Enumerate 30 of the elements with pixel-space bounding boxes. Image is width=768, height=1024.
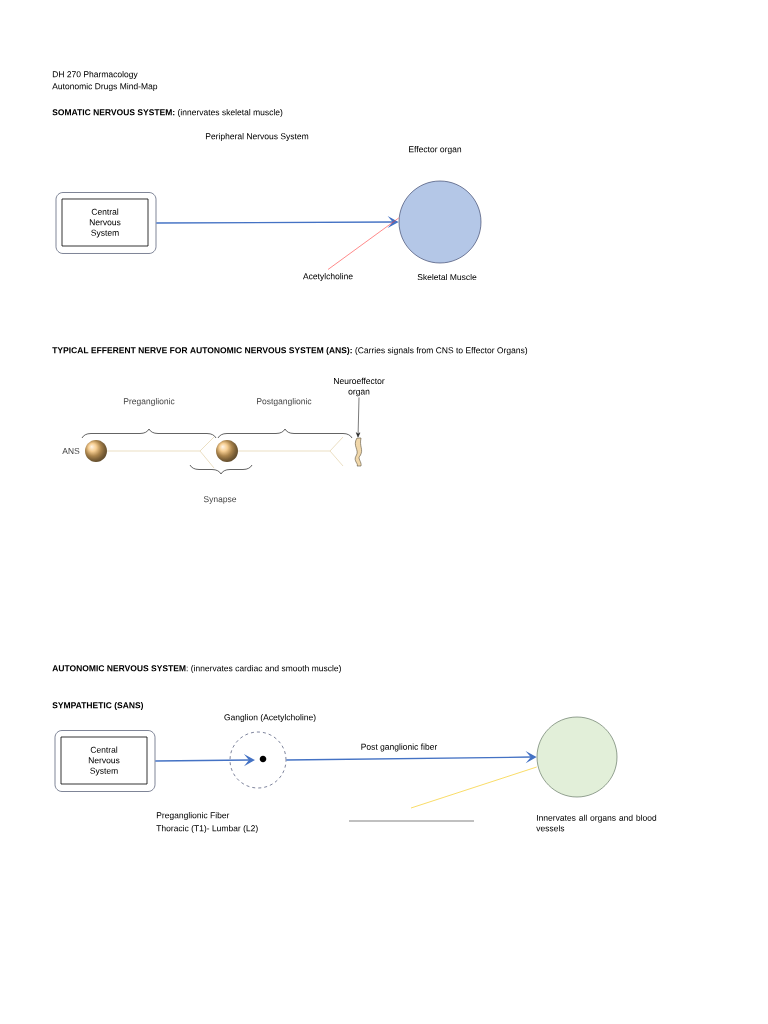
leader-line [327, 217, 399, 270]
figure-label: Preganglionic [123, 398, 175, 406]
arrow [356, 397, 361, 438]
leader-text: Acetylcholine [303, 273, 353, 281]
figure-label: ANS [62, 448, 80, 454]
section-heading: AUTONOMIC NERVOUS SYSTEM: (innervates cardiac and smooth muscle) [52, 665, 341, 673]
node-label: Effector organ [409, 146, 462, 154]
figure-label: Synapse [203, 496, 237, 504]
node-label: Skeletal Muscle [417, 273, 477, 281]
figure-label: Postganglionic [257, 398, 312, 406]
node-label: Ganglion (Acetylcholine) [224, 714, 316, 722]
system-box: Central Nervous System [55, 192, 157, 254]
fiber-label: Thoracic (T1)- Lumbar (L2) [156, 825, 258, 833]
fiber-label: Preganglionic Fiber [156, 812, 230, 820]
organ-circle [536, 716, 618, 798]
organ-drawing [354, 437, 362, 467]
section-label: Peripheral Nervous System [205, 133, 309, 141]
ganglion-circle [229, 731, 287, 789]
edge-label: Post ganglionic fiber [359, 742, 439, 753]
muscle-circle [398, 180, 482, 264]
section-heading: TYPICAL EFFERENT NERVE FOR AUTONOMIC NERVOUS SYSTEM (ANS): (Carries signals from CNS to Effector Organs) [52, 347, 528, 355]
node-label: Innervates all organs and blood vessels [536, 814, 657, 832]
leader-line [410, 766, 537, 809]
section-heading: SYMPATHETIC (SANS) [52, 702, 144, 710]
header-text: DH 270 Pharmacology [52, 71, 138, 79]
system-box: Central Nervous System [54, 730, 156, 792]
fill-in-line [348, 820, 475, 822]
header-text: Autonomic Drugs Mind-Map [52, 83, 158, 91]
section-heading: SOMATIC NERVOUS SYSTEM: (innervates skeletal muscle) [52, 109, 283, 117]
organ-label: Neuroeffector organ [334, 377, 385, 397]
